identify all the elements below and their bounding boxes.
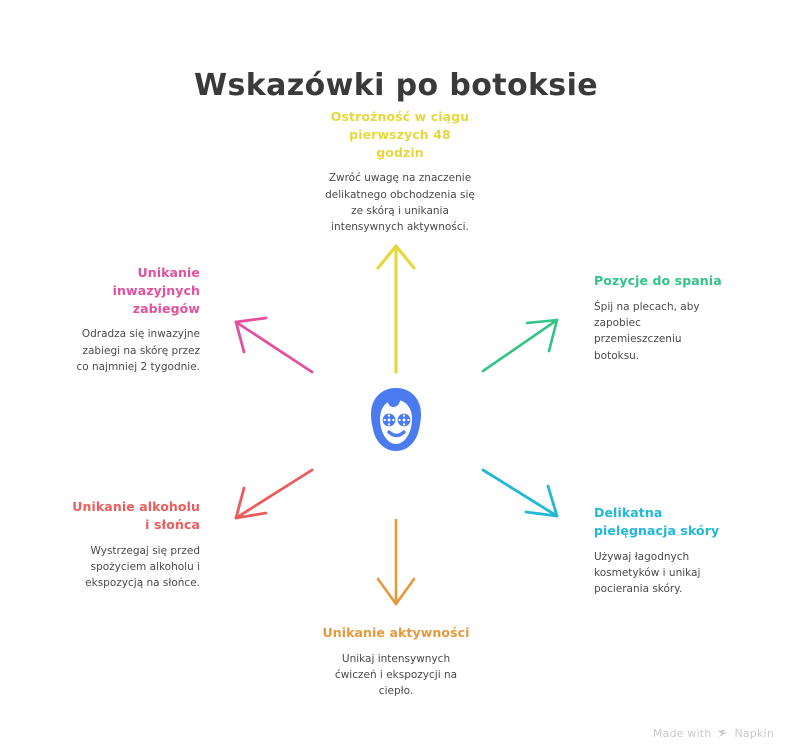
- footer-watermark: Made with Napkin: [653, 727, 774, 740]
- made-with-label: Made with: [652, 727, 712, 740]
- page-title: Wskazówki po botoksie: [193, 68, 598, 104]
- center-node: [361, 386, 431, 456]
- arrow-down-right: [481, 468, 559, 518]
- arrow-up-right: [481, 318, 559, 373]
- node-bottom-body: Unikaj intensywnych ćwiczeń i ekspozycji…: [334, 652, 458, 698]
- node-top[interactable]: Ostrożność w ciągu pierwszych 48 godzin …: [324, 108, 476, 235]
- node-top-title: Ostrożność w ciągu pierwszych 48 godzin: [330, 109, 470, 160]
- arrow-down-left: [234, 468, 314, 520]
- node-bottom[interactable]: Unikanie aktywności Unikaj intensywnych …: [320, 624, 472, 700]
- node-right-top-title: Pozycje do spania: [594, 273, 722, 288]
- node-bottom-title: Unikanie aktywności: [322, 625, 470, 640]
- node-top-body: Zwróć uwagę na znaczenie delikatnego obc…: [325, 172, 475, 234]
- node-right-bottom-title: Delikatna pielęgnacja skóry: [594, 505, 720, 538]
- face-mask-spa-icon: [371, 388, 421, 451]
- arrow-down: [376, 518, 416, 606]
- node-left-bottom-title: Unikanie alkoholu i słońca: [72, 499, 200, 532]
- node-right-bottom[interactable]: Delikatna pielęgnacja skóry Używaj łagod…: [594, 504, 726, 597]
- node-right-top[interactable]: Pozycje do spania Śpij na plecach, aby z…: [594, 272, 726, 364]
- node-left-top[interactable]: Unikanie inwazyjnych zabiegów Odradza si…: [70, 264, 200, 375]
- napkin-logo-icon: [716, 727, 729, 740]
- arrow-up: [376, 244, 416, 374]
- arrow-up-left: [234, 316, 314, 374]
- node-left-top-body: Odradza się inwazyjne zabiegi na skórę p…: [76, 328, 200, 373]
- node-left-bottom[interactable]: Unikanie alkoholu i słońca Wystrzegaj si…: [70, 498, 200, 591]
- napkin-brand-label: Napkin: [734, 727, 774, 740]
- node-left-bottom-body: Wystrzegaj się przed spożyciem alkoholu …: [85, 544, 200, 590]
- node-left-top-title: Unikanie inwazyjnych zabiegów: [112, 265, 200, 316]
- node-right-bottom-body: Używaj łagodnych kosmetyków i unikaj poc…: [594, 550, 701, 596]
- node-right-top-body: Śpij na plecach, aby zapobiec przemieszc…: [594, 300, 700, 362]
